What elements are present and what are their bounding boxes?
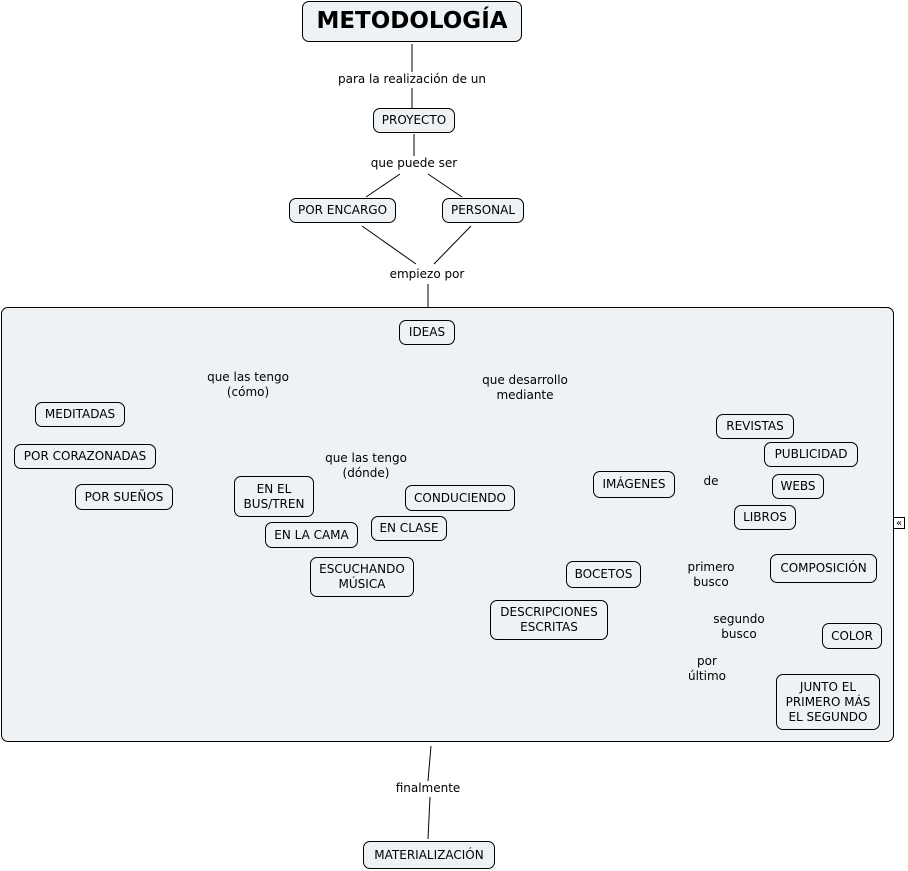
link-para-la-realizacion: para la realización de un bbox=[336, 72, 488, 87]
node-junto[interactable]: JUNTO EL PRIMERO MÁS EL SEGUNDO bbox=[776, 674, 880, 730]
node-por-corazonadas[interactable]: POR CORAZONADAS bbox=[14, 444, 156, 469]
node-conduciendo[interactable]: CONDUCIENDO bbox=[405, 485, 515, 511]
node-imagenes[interactable]: IMÁGENES bbox=[593, 471, 675, 498]
link-de: de bbox=[700, 474, 722, 489]
node-bocetos[interactable]: BOCETOS bbox=[566, 561, 641, 588]
node-por-suenos[interactable]: POR SUEÑOS bbox=[75, 484, 173, 510]
connector-line bbox=[433, 225, 472, 265]
title-node[interactable]: METODOLOGÍA bbox=[302, 1, 522, 42]
node-webs[interactable]: WEBS bbox=[772, 474, 824, 499]
node-ideas[interactable]: IDEAS bbox=[399, 320, 455, 345]
node-publicidad[interactable]: PUBLICIDAD bbox=[764, 442, 858, 467]
node-composicion[interactable]: COMPOSICIÓN bbox=[770, 554, 877, 583]
link-por-ultimo: por último bbox=[682, 654, 732, 684]
node-meditadas[interactable]: MEDITADAS bbox=[35, 402, 125, 427]
node-materializacion[interactable]: MATERIALIZACIÓN bbox=[363, 841, 495, 869]
node-libros[interactable]: LIBROS bbox=[734, 505, 796, 530]
node-en-el-bus[interactable]: EN EL BUS/TREN bbox=[234, 476, 314, 517]
node-escuchando-musica[interactable]: ESCUCHANDO MÚSICA bbox=[310, 557, 414, 597]
collapse-toggle-icon[interactable]: « bbox=[893, 517, 905, 529]
node-en-la-cama[interactable]: EN LA CAMA bbox=[265, 522, 358, 548]
link-que-puede-ser: que puede ser bbox=[368, 156, 460, 171]
link-que-las-tengo-donde: que las tengo (dónde) bbox=[320, 451, 412, 481]
connector-line bbox=[427, 796, 431, 840]
node-por-encargo[interactable]: POR ENCARGO bbox=[289, 198, 396, 223]
node-color[interactable]: COLOR bbox=[822, 623, 882, 649]
link-que-las-tengo-como: que las tengo (cómo) bbox=[202, 370, 294, 400]
link-finalmente: finalmente bbox=[391, 781, 465, 796]
link-que-desarrollo: que desarrollo mediante bbox=[474, 373, 576, 403]
node-proyecto[interactable]: PROYECTO bbox=[373, 108, 455, 133]
connector-line bbox=[427, 745, 432, 782]
node-revistas[interactable]: REVISTAS bbox=[716, 414, 794, 439]
node-descripciones[interactable]: DESCRIPCIONES ESCRITAS bbox=[490, 600, 608, 640]
link-empiezo-por: empiezo por bbox=[386, 267, 468, 282]
connector-line bbox=[365, 173, 401, 198]
node-en-clase[interactable]: EN CLASE bbox=[371, 516, 447, 541]
link-primero-busco: primero busco bbox=[680, 560, 742, 590]
connector-line bbox=[427, 173, 463, 198]
connector-line bbox=[361, 225, 417, 265]
node-personal[interactable]: PERSONAL bbox=[442, 198, 524, 223]
link-segundo-busco: segundo busco bbox=[706, 612, 772, 642]
